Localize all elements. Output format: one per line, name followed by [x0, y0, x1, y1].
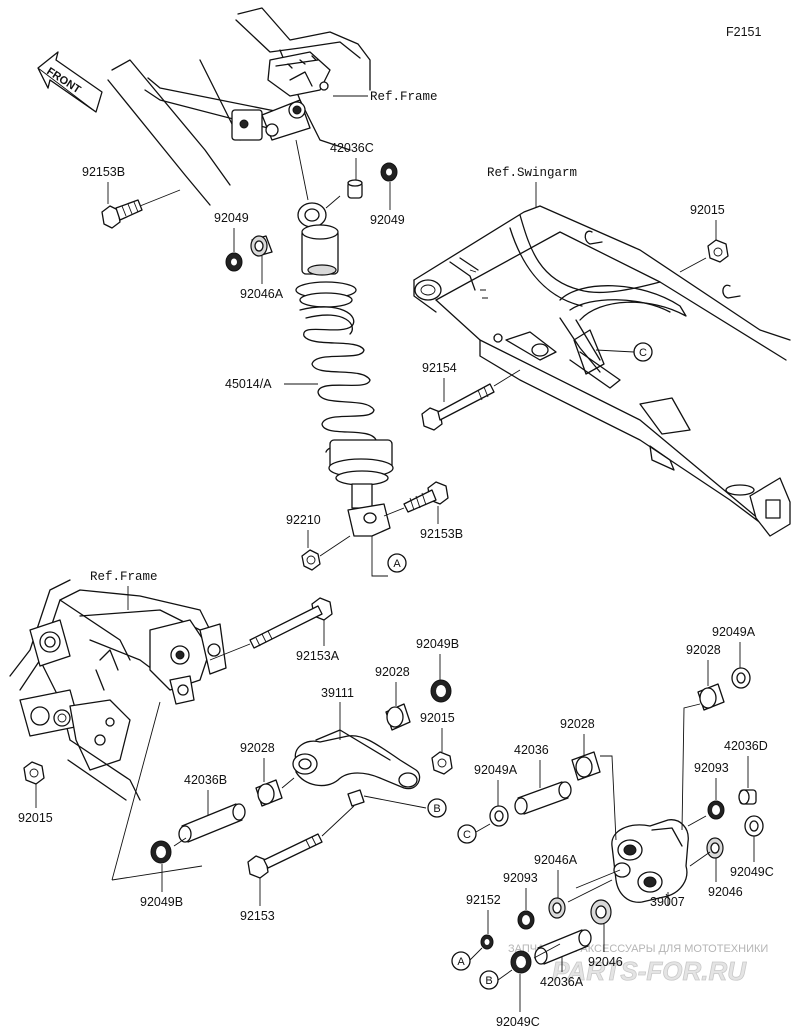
bush-92028-right [697, 683, 725, 711]
label-92049-left: 92049 [214, 211, 249, 225]
bearing-92046A-bottom [548, 897, 566, 919]
nut-92210 [301, 535, 351, 571]
callout-B-bottom [479, 970, 499, 990]
callout-A-bottom-text: A [457, 956, 465, 968]
callout-B-bottom-text: B [485, 975, 492, 987]
label-39007: 39007 [650, 895, 685, 909]
label-92153A: 92153A [296, 649, 340, 663]
seal-92049B-top [430, 679, 452, 703]
frame-top-drawing [107, 7, 371, 206]
seal-92049B-bottom [150, 840, 172, 864]
bush-92028-left [255, 779, 283, 807]
seal-92093-right [707, 800, 725, 820]
label-92046A-top: 92046A [240, 287, 284, 301]
ref-swingarm-label: Ref.Swingarm [487, 166, 577, 180]
swingarm-drawing [413, 205, 791, 537]
watermark: PARTS-FOR.RU ЗАПЧАСТИ И АКСЕССУАРЫ ДЛЯ М… [508, 943, 768, 986]
label-92028-top: 92028 [375, 665, 410, 679]
callout-B-linkage-text: B [433, 803, 440, 815]
callout-B-linkage [427, 798, 447, 818]
label-92049-right: 92049 [370, 213, 405, 227]
seal-92049C-right [744, 815, 764, 837]
collar-42036D [738, 789, 757, 805]
bearing-92046-right [706, 837, 724, 859]
label-45014A: 45014/A [225, 377, 272, 391]
label-92152: 92152 [466, 893, 501, 907]
washer-92049-left [225, 252, 243, 272]
watermark-site: PARTS-FOR.RU [552, 956, 747, 986]
collar-42036 [514, 781, 572, 815]
label-92028-right: 92028 [686, 643, 721, 657]
bush-92028-mid [571, 751, 601, 781]
frame-bottom-drawing [9, 579, 227, 801]
tie-rod-39111 [292, 729, 427, 809]
seal-92049C-bottom [510, 950, 532, 974]
label-92015-top: 92015 [690, 203, 725, 217]
label-92210: 92210 [286, 513, 321, 527]
label-39111: 39111 [321, 686, 354, 700]
label-42036: 42036 [514, 743, 549, 757]
ref-frame-top-label: Ref.Frame [370, 90, 438, 104]
label-92046A-bottom: 92046A [534, 853, 578, 867]
label-92049A-right: 92049A [712, 625, 756, 639]
diagram-code: F2151 [726, 25, 761, 39]
callout-C-swingarm-text: C [639, 347, 647, 359]
label-92046-bottom: 92046 [588, 955, 623, 969]
bearing-92046-bottom [590, 899, 612, 925]
label-42036B: 42036B [184, 773, 227, 787]
bolt-92153A [209, 597, 333, 661]
callout-C-rocker [457, 824, 477, 844]
label-92093-left: 92093 [503, 871, 538, 885]
ref-frame-bottom-label: Ref.Frame [90, 570, 158, 584]
label-92153B-lower: 92153B [420, 527, 463, 541]
label-92028-mid: 92028 [560, 717, 595, 731]
label-42036A: 42036A [540, 975, 584, 989]
label-92015-mid: 92015 [420, 711, 455, 725]
label-92049A-mid: 92049A [474, 763, 518, 777]
label-42036D: 42036D [724, 739, 768, 753]
label-92049C-right: 92049C [730, 865, 774, 879]
seal-92049A-mid [489, 805, 509, 827]
callout-A-shock-text: A [393, 558, 401, 570]
nut-92015-left [23, 761, 45, 785]
callout-A-bottom [451, 951, 471, 971]
label-92049C-bottom: 92049C [496, 1015, 540, 1029]
collar-42036B [178, 803, 246, 843]
label-92093-right: 92093 [694, 761, 729, 775]
collar-42036A [534, 929, 592, 965]
washer-92049-right [380, 162, 398, 182]
seal-92049A-right [731, 667, 751, 689]
label-92015-left: 92015 [18, 811, 53, 825]
bolt-92154 [421, 369, 521, 431]
label-42036C: 42036C [330, 141, 374, 155]
callout-C-swingarm [633, 342, 653, 362]
front-arrow-icon: FRONT [37, 51, 103, 113]
label-92028-left: 92028 [240, 741, 275, 755]
bolt-92153B-lower [383, 481, 449, 517]
collar-42036C [347, 179, 363, 199]
nut-92015-mid [431, 751, 453, 775]
label-92049B-top: 92049B [416, 637, 459, 651]
bearing-92046A-top [250, 235, 273, 257]
label-92153B-top: 92153B [82, 165, 125, 179]
label-92154: 92154 [422, 361, 457, 375]
bush-92028-top [385, 703, 411, 731]
label-92046-right: 92046 [708, 885, 743, 899]
seal-92093-left [517, 910, 535, 930]
callout-C-rocker-text: C [463, 829, 471, 841]
bolt-92153 [247, 805, 355, 879]
bolt-92153B-top [101, 189, 181, 229]
label-92153: 92153 [240, 909, 275, 923]
rocker-39007 [611, 819, 689, 903]
shock-absorber [295, 139, 394, 537]
callout-A-shock [387, 553, 407, 573]
nut-92015-top [707, 239, 729, 263]
washer-92152 [480, 934, 494, 950]
label-92049B-bottom: 92049B [140, 895, 183, 909]
